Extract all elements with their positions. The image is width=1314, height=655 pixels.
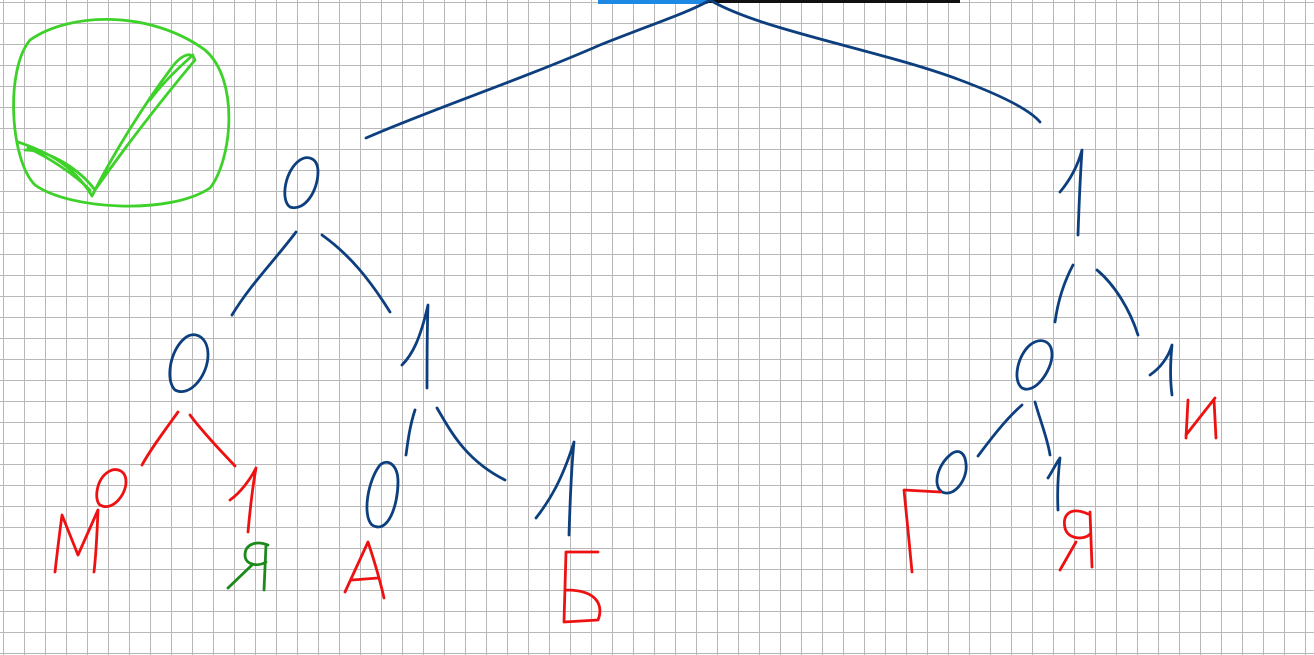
leaf-letter-Б [562,550,602,624]
toolbar-blue-strip [598,0,708,4]
edge-label-0 [95,468,128,508]
leaf-letter-Я [226,541,270,592]
leaf-letter-М [53,508,100,574]
edge-lr-right [435,406,507,482]
edge-r-left [1053,263,1075,324]
root-edge-left [364,0,712,140]
edge-rl-right [1033,400,1052,457]
edge-r-right [1095,268,1140,337]
edge-label-1 [1046,456,1062,512]
edge-label-1 [228,466,258,534]
root-edge-right [708,0,1042,124]
leaf-letter-А [343,540,386,600]
edge-l-right [320,233,392,314]
edge-label-1 [400,303,430,390]
toolbar-dark-strip [708,0,960,3]
leaf-letter-Г [902,488,942,574]
edge-label-0 [1015,339,1054,391]
leaf-letter-И [1184,396,1218,440]
edge-label-1 [1058,148,1084,237]
edge-label-1 [534,440,576,537]
edge-label-0 [365,460,400,529]
edge-ll-right [188,413,237,468]
edge-ll-left [140,410,180,467]
edge-lr-left [404,408,417,457]
edge-label-0 [168,333,210,393]
leaf-letter-Я [1058,509,1094,572]
edge-label-0 [283,156,320,210]
edge-label-0 [935,450,968,495]
edge-label-1 [1148,343,1174,397]
edge-l-left [230,230,298,317]
edge-rl-left [976,403,1024,458]
check-in-circle-icon [12,18,231,208]
